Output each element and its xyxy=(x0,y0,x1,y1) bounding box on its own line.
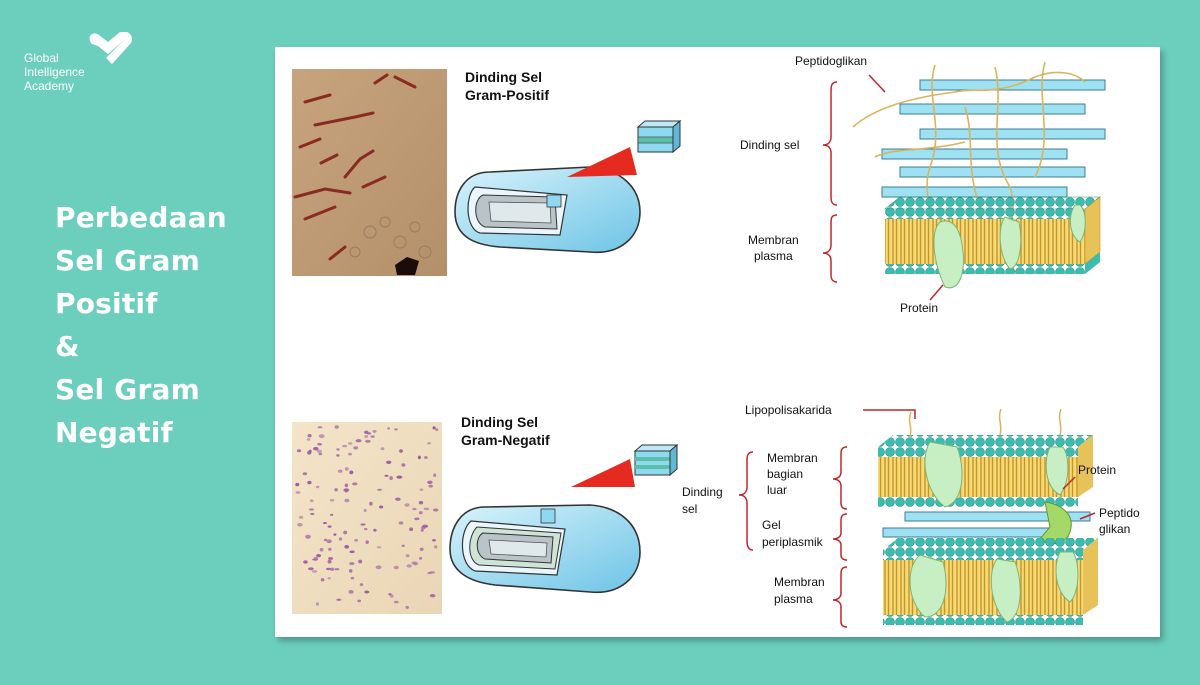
gram-negative-brackets xyxy=(738,409,1096,628)
title-line: Sel Gram xyxy=(55,373,200,406)
gram-positive-heading-line2: Gram-Positif xyxy=(465,87,549,103)
label-gel-line2: periplasmik xyxy=(762,535,824,549)
label-dinding-sel: Dinding sel xyxy=(740,138,799,152)
label-protein-negative: Protein xyxy=(1078,463,1116,477)
label-outer-line3: luar xyxy=(767,483,787,497)
heart-check-icon xyxy=(89,32,132,64)
outer-membrane-bilayer xyxy=(878,408,1093,508)
gram-negative-cell xyxy=(449,443,679,594)
brand-name: Global Intelligence Academy xyxy=(24,51,85,93)
slide-title: Perbedaan Sel Gram Positif & Sel Gram Ne… xyxy=(55,196,227,454)
title-line: Negatif xyxy=(55,416,173,449)
label-peptido-line1: Peptido xyxy=(1099,506,1140,520)
label-dinding-line2: sel xyxy=(682,502,697,516)
label-gel-line1: Gel xyxy=(762,518,781,532)
gram-positive-micrograph xyxy=(292,69,447,276)
label-outer-line1: Membran xyxy=(767,451,818,465)
wall-segment-icon xyxy=(633,443,679,477)
label-plasma-line1: Membran xyxy=(774,575,825,589)
brand-line: Academy xyxy=(24,79,75,93)
title-line: & xyxy=(55,330,80,363)
gram-negative-micrograph xyxy=(292,422,442,614)
label-outer-line2: bagian xyxy=(767,467,803,481)
diagram-panel: Dinding Sel Gram-Positif xyxy=(275,47,1160,637)
label-peptidoglikan: Peptidoglikan xyxy=(795,54,867,68)
label-protein: Protein xyxy=(900,301,938,315)
wall-segment-icon xyxy=(636,119,682,154)
gram-negative-section: Dinding Sel Gram-Negatif xyxy=(292,403,1140,628)
label-plasma-line2: plasma xyxy=(774,592,813,606)
cell-wall-diagram: Dinding Sel Gram-Positif xyxy=(292,54,1140,628)
inner-plasma-membrane xyxy=(883,538,1098,625)
plasma-membrane-bilayer xyxy=(884,196,1101,289)
label-membran: Membran xyxy=(748,233,799,247)
periplasmic-peptidoglycan xyxy=(882,501,1091,545)
gram-positive-heading-line1: Dinding Sel xyxy=(465,69,542,85)
gram-negative-heading-line1: Dinding Sel xyxy=(461,414,538,430)
label-peptido-line2: glikan xyxy=(1099,522,1130,536)
title-line: Positif xyxy=(55,287,158,320)
gram-positive-brackets xyxy=(822,74,944,301)
label-lipopolisakarida: Lipopolisakarida xyxy=(745,403,832,417)
brand-logo: Global Intelligence Academy xyxy=(24,32,134,102)
peptidoglycan-layers xyxy=(881,79,1106,198)
label-plasma: plasma xyxy=(754,249,793,263)
gram-positive-cell xyxy=(454,119,682,254)
title-line: Sel Gram xyxy=(55,244,200,277)
title-line: Perbedaan xyxy=(55,201,227,234)
gram-negative-heading-line2: Gram-Negatif xyxy=(461,432,550,448)
brand-line: Intelligence xyxy=(24,65,85,79)
brand-line: Global xyxy=(24,51,59,65)
label-dinding-line1: Dinding xyxy=(682,485,723,499)
gram-positive-section: Dinding Sel Gram-Positif xyxy=(292,54,1106,315)
